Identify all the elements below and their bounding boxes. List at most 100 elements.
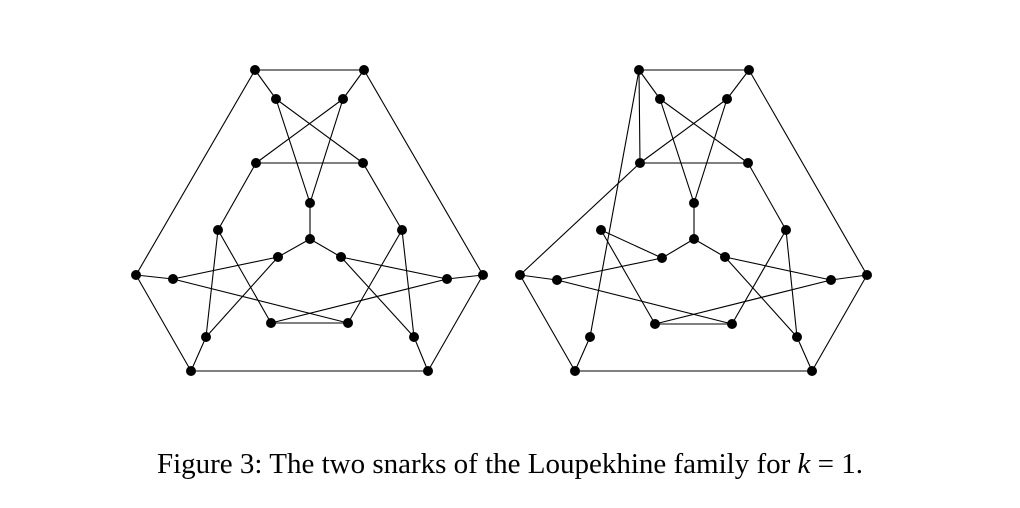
snark-1-edge-e2-f2 — [340, 256, 448, 280]
snark-2-edge-o6-g2 — [796, 336, 813, 372]
snark-1-vertex-o6 — [423, 366, 433, 376]
snark-1-vertex-g1 — [201, 332, 211, 342]
snark-1-vertex-e2 — [442, 274, 452, 284]
snark-1-edge-o4-o6 — [427, 274, 484, 372]
snark-1-vertex-b1 — [251, 158, 261, 168]
snark-1-edge-o4-e2 — [446, 274, 484, 280]
snark-2-edge-o1-a1 — [638, 69, 661, 100]
snark-2-edge-o5-g1 — [574, 336, 591, 372]
graph-snark-1 — [131, 65, 488, 376]
snark-2-vertex-o2 — [744, 65, 754, 75]
snark-2-vertex-h1 — [650, 319, 660, 329]
snark-2-vertex-c2 — [689, 234, 699, 244]
snark-2-vertex-e1 — [552, 275, 562, 285]
snark-2-vertex-e2 — [826, 275, 836, 285]
snark-1-edge-o2-o4 — [363, 69, 484, 276]
snark-2-vertex-g1 — [585, 332, 595, 342]
snark-1-vertex-o5 — [186, 366, 196, 376]
caption-prefix: Figure 3: — [156, 448, 263, 480]
snark-2-edge-o1-b1 — [638, 69, 641, 164]
snark-2-edge-d1-f1 — [600, 229, 663, 259]
snark-2-vertex-h2 — [727, 319, 737, 329]
snark-1-edge-d1-g1 — [205, 229, 219, 338]
snark-1-edge-d2-g2 — [401, 229, 415, 338]
snark-2-edge-e2-h1 — [654, 279, 832, 325]
snark-2-edge-a2-c1 — [693, 98, 728, 204]
snark-1-edge-c2-f2 — [309, 238, 342, 258]
caption-text: The two snarks of the Loupekhine family … — [269, 448, 791, 480]
snark-1-vertex-e1 — [168, 274, 178, 284]
snark-2-edge-a2-b1 — [639, 98, 728, 164]
snark-2-vertex-o6 — [807, 366, 817, 376]
snark-1-vertex-a1 — [271, 94, 281, 104]
snark-2-edge-e1-h2 — [556, 279, 733, 325]
snark-2-vertex-c1 — [689, 198, 699, 208]
snark-2-edge-o3-e1 — [519, 274, 558, 281]
snark-1-edge-e2-h1 — [270, 278, 448, 324]
snark-2-edge-o1-g1 — [589, 69, 640, 338]
snark-2-edge-g2-f2 — [724, 256, 798, 338]
snark-1-vertex-h1 — [266, 318, 276, 328]
figure-caption: Figure 3: The two snarks of the Loupekhi… — [0, 448, 1020, 481]
snark-1-vertex-o1 — [250, 65, 260, 75]
snark-1-vertex-o3 — [131, 270, 141, 280]
snark-2-vertex-o1 — [634, 65, 644, 75]
snark-2-edge-b1-o3 — [519, 162, 641, 276]
snark-1-edge-a2-c1 — [309, 98, 344, 204]
snark-1-edge-e1-h2 — [172, 278, 349, 324]
snark-2-vertex-a1 — [655, 94, 665, 104]
snark-2-vertex-a2 — [722, 94, 732, 104]
snark-2-vertex-f1 — [657, 253, 667, 263]
snark-1-vertex-g2 — [409, 332, 419, 342]
snark-2-edge-d2-h2 — [731, 229, 787, 325]
snark-2-edge-d2-g2 — [785, 229, 798, 338]
snark-1-edge-a2-b1 — [255, 98, 344, 164]
snark-1-edge-o1-o3 — [135, 69, 256, 276]
snark-1-vertex-b2 — [358, 158, 368, 168]
snark-1-vertex-d1 — [213, 225, 223, 235]
snark-2-edge-d1-h1 — [600, 229, 656, 325]
snark-1-edge-a1-c1 — [275, 98, 311, 204]
snark-2-edge-a1-b2 — [659, 98, 749, 164]
snark-2-edge-o2-a2 — [726, 69, 750, 100]
snark-1-edge-d1-h1 — [217, 229, 272, 324]
snark-2-vertex-o3 — [515, 270, 525, 280]
figure — [131, 65, 872, 376]
snark-1-vertex-c2 — [305, 234, 315, 244]
snark-1-edge-o6-g2 — [413, 336, 429, 372]
snark-2-vertex-b1 — [635, 158, 645, 168]
snark-2-edge-o2-o4 — [748, 69, 868, 276]
snark-2-edge-o4-e2 — [830, 274, 868, 281]
snark-1-vertex-c1 — [305, 198, 315, 208]
snark-1-vertex-f2 — [336, 252, 346, 262]
snark-1-vertex-o4 — [478, 270, 488, 280]
snark-1-edge-a1-b2 — [275, 98, 364, 164]
snark-2-edge-c2-f2 — [693, 238, 726, 258]
snark-1-edge-b2-d2 — [362, 162, 403, 231]
snark-1-edge-o1-a1 — [254, 69, 277, 100]
snark-1-edge-g1-f1 — [205, 256, 279, 338]
figure-canvas — [131, 65, 872, 376]
snark-2-vertex-o5 — [570, 366, 580, 376]
snark-1-edge-o2-a2 — [342, 69, 365, 100]
snark-1-vertex-f1 — [273, 252, 283, 262]
snark-1-vertex-o2 — [359, 65, 369, 75]
snark-1-edge-o3-o5 — [135, 274, 192, 372]
snark-2-vertex-d2 — [781, 225, 791, 235]
snark-2-edge-a1-c1 — [659, 98, 695, 204]
graph-snark-2 — [515, 65, 872, 376]
snark-1-vertex-a2 — [338, 94, 348, 104]
snark-2-edge-e1-f1 — [556, 257, 663, 281]
caption-relation: = 1. — [817, 448, 864, 480]
snark-1-edge-d2-h2 — [347, 229, 403, 324]
snark-2-edge-o4-o6 — [811, 274, 868, 372]
snark-1-edge-e1-f1 — [172, 256, 279, 280]
snark-1-edge-o5-g1 — [190, 336, 207, 372]
snark-2-vertex-d1 — [596, 225, 606, 235]
snark-2-edge-c2-f1 — [661, 238, 695, 259]
snark-1-vertex-h2 — [343, 318, 353, 328]
snark-1-vertex-d2 — [397, 225, 407, 235]
snark-2-edge-o3-o5 — [519, 274, 576, 372]
caption-variable: k — [797, 448, 811, 480]
snark-2-edge-b2-d2 — [747, 162, 787, 231]
